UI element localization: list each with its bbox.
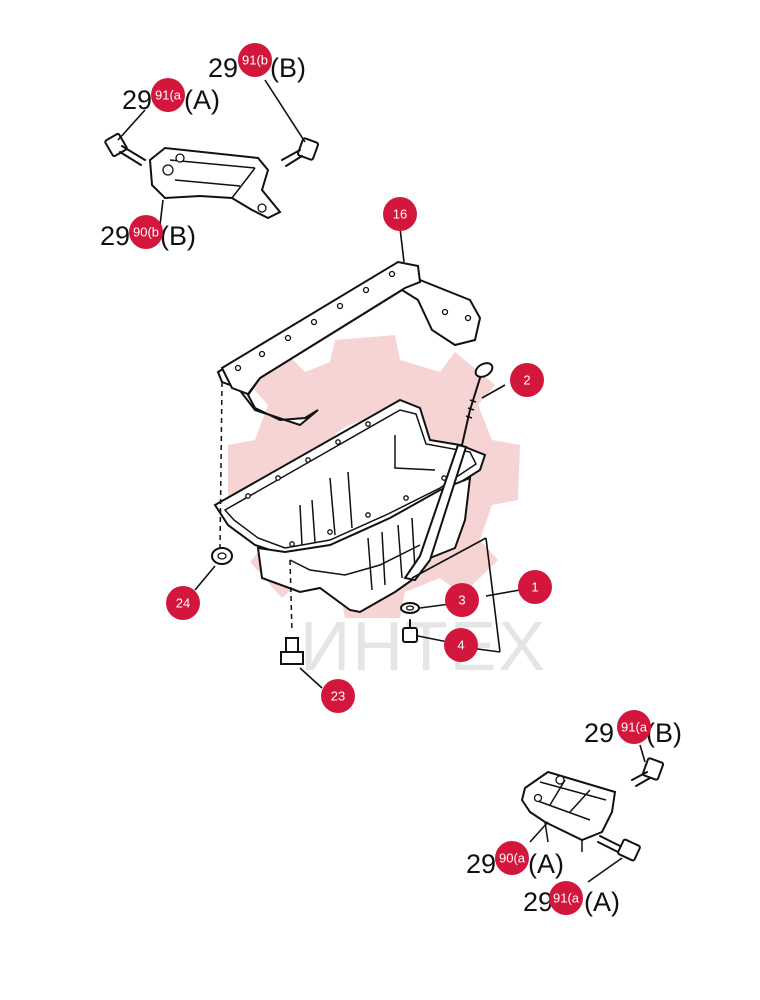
badge-91b[interactable]: 91(b: [238, 43, 272, 77]
badge-23[interactable]: 23: [321, 679, 355, 713]
part-text-5-suffix: (A): [528, 849, 564, 879]
bolt-91a-A: [104, 132, 146, 166]
svg-text:91(a: 91(a: [621, 720, 648, 735]
badge-3[interactable]: 3: [445, 583, 479, 617]
badge-16[interactable]: 16: [383, 197, 417, 231]
part-text-5-prefix: 29: [466, 849, 496, 879]
svg-text:90(b: 90(b: [133, 225, 159, 240]
part-text-4-prefix: 29: [584, 718, 614, 748]
drain-bolt-4: [402, 619, 449, 643]
svg-text:1: 1: [531, 580, 538, 595]
washer-3: [400, 602, 451, 614]
badge-91a-top[interactable]: 91(a: [151, 78, 185, 112]
part-labels: 29 (B) 29 (A) 29 (B) 29 (B) 29 (A) 29 (A…: [100, 53, 682, 917]
oil-pan: [213, 381, 487, 633]
badge-91a-right[interactable]: 91(a: [617, 710, 651, 744]
svg-text:2: 2: [523, 373, 530, 388]
bracket-a-body: [520, 770, 617, 842]
svg-text:90(a: 90(a: [499, 851, 526, 866]
badge-90b[interactable]: 90(b: [129, 215, 163, 249]
part-text-3-prefix: 29: [100, 221, 130, 251]
badge-1[interactable]: 1: [518, 570, 552, 604]
part-text-1-suffix: (B): [270, 53, 306, 83]
oil-pan-gasket: [216, 227, 482, 427]
gasket-holes: [234, 270, 472, 372]
bracket-top: [104, 79, 320, 226]
nut-24: [194, 547, 233, 591]
svg-text:23: 23: [331, 689, 345, 704]
bolt-91a-B: [631, 757, 665, 787]
svg-text:4: 4: [457, 638, 464, 653]
bolt-91b-B: [281, 137, 320, 167]
callout-badges: 91(b 91(a 90(b 16 2 1 3 4: [129, 43, 651, 915]
badge-91a-bottom[interactable]: 91(a: [549, 881, 583, 915]
dipstick: [403, 362, 506, 582]
svg-text:91(b: 91(b: [242, 53, 268, 68]
part-text-2-suffix: (A): [184, 85, 220, 115]
badge-2[interactable]: 2: [510, 363, 544, 397]
part-text-6-suffix: (A): [584, 887, 620, 917]
svg-text:24: 24: [176, 596, 190, 611]
part-text-6-prefix: 29: [523, 887, 553, 917]
flange-holes: [245, 421, 447, 547]
badge-24[interactable]: 24: [166, 586, 200, 620]
bolt-91a-A-lower: [597, 835, 641, 862]
bracket-bottom: [520, 744, 665, 883]
watermark-text: ИНТЕХ: [300, 607, 547, 685]
part-text-2-prefix: 29: [122, 85, 152, 115]
svg-text:91(a: 91(a: [155, 88, 182, 103]
svg-text:16: 16: [393, 207, 407, 222]
part-text-3-suffix: (B): [160, 221, 196, 251]
svg-text:3: 3: [458, 593, 465, 608]
part-text-1-prefix: 29: [208, 53, 238, 83]
svg-text:91(a: 91(a: [553, 891, 580, 906]
badge-90a[interactable]: 90(a: [495, 841, 529, 875]
bolt-23: [280, 637, 323, 689]
leader-1: [411, 537, 521, 653]
badge-4[interactable]: 4: [444, 628, 478, 662]
part-text-4-suffix: (B): [646, 718, 682, 748]
